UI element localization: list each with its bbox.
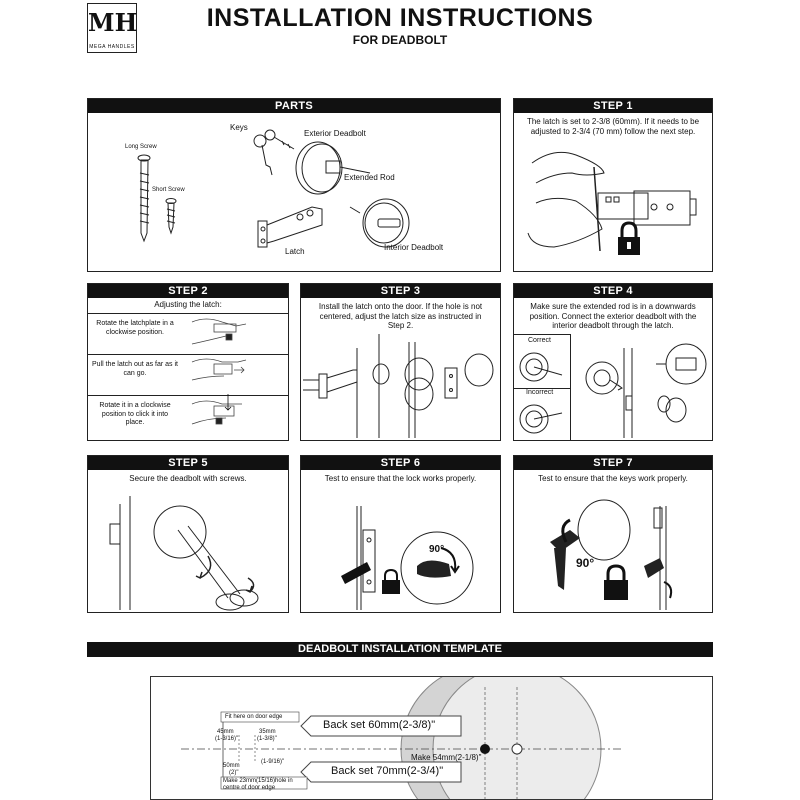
interior-deadbolt-label: Interior Deadbolt [384, 243, 444, 252]
template-circles [181, 677, 621, 799]
step6-text: Test to ensure that the lock works prope… [324, 474, 477, 483]
step2-row-3: Rotate it in a clockwise position to cli… [88, 395, 288, 432]
step3-illustration [303, 334, 494, 438]
step1-heading: STEP 1 [514, 99, 712, 113]
step6-panel: STEP 6 Test to ensure that the lock work… [300, 455, 501, 613]
step2-row-text: Rotate the latchplate in a clockwise pos… [96, 320, 174, 336]
dim-1-9-16: (1-9/16)" [261, 759, 285, 765]
step2-illustration [191, 318, 247, 425]
step4-illustration [585, 343, 707, 438]
parts-illustration [137, 129, 410, 248]
dim-50mm-inch: (2)" [229, 770, 239, 776]
latch-label: Latch [285, 247, 305, 256]
step2-heading: STEP 2 [88, 284, 288, 298]
step5-text: Secure the deadbolt with screws. [129, 474, 247, 483]
extended-rod-label: Extended Rod [344, 173, 395, 182]
step2-row-1: Rotate the latchplate in a clockwise pos… [88, 313, 288, 350]
logo-letters: MH [88, 8, 138, 37]
step4-incorrect-box: Incorrect [514, 387, 571, 441]
exterior-deadbolt-label: Exterior Deadbolt [304, 129, 366, 138]
step3-text: Install the latch onto the door. If the … [318, 302, 483, 330]
brand-name: MEGA HANDLES [89, 44, 135, 50]
step4-incorrect-label: Incorrect [526, 389, 554, 396]
incorrect-diagram [519, 404, 563, 434]
step5-illustration [109, 496, 259, 611]
step7-panel: STEP 7 Test to ensure that the keys work… [513, 455, 713, 613]
short-screw-label: Short Screw [152, 187, 185, 193]
step5-heading: STEP 5 [88, 456, 288, 470]
step6-angle-label: 90° [429, 544, 445, 555]
step3-panel: STEP 3 Install the latch onto the door. … [300, 283, 501, 441]
step7-illustration [550, 499, 673, 610]
fit-here-label: Fit here on door edge [225, 714, 283, 720]
parts-heading: PARTS [88, 99, 500, 113]
step6-heading: STEP 6 [301, 456, 500, 470]
step1-panel: STEP 1 The latch is set to 2-3/8 (60mm).… [513, 98, 713, 272]
correct-diagram [519, 352, 563, 382]
step4-correct-box: Correct [514, 334, 571, 389]
step4-correct-label: Correct [528, 337, 551, 344]
backset-70-label: Back set 70mm(2-3/4)" [331, 765, 444, 777]
step7-heading: STEP 7 [514, 456, 712, 470]
lock-icon [604, 564, 628, 600]
template-heading: DEADBOLT INSTALLATION TEMPLATE [87, 642, 713, 657]
dim-45mm: 45mm [217, 729, 234, 735]
page-title: INSTALLATION INSTRUCTIONS [206, 4, 594, 32]
step2-row-text: Pull the latch out as far as it can go. [92, 361, 178, 377]
installation-template: Fit here on door edge 45mm (1-3/16)" 35m… [150, 676, 713, 800]
step6-illustration [341, 506, 474, 610]
lock-icon [618, 221, 640, 255]
step1-text: The latch is set to 2-3/8 (60mm). If it … [526, 117, 700, 136]
step2-row-text: Rotate it in a clockwise position to cli… [99, 402, 171, 426]
dim-50mm: 50mm [223, 763, 240, 769]
step5-panel: STEP 5 Secure the deadbolt with screws. [87, 455, 289, 613]
backset-60-label: Back set 60mm(2-3/8)" [323, 719, 436, 731]
step7-text: Test to ensure that the keys work proper… [538, 474, 688, 483]
keys-label: Keys [230, 123, 248, 132]
dim-45mm-inch: (1-3/16)" [215, 736, 239, 742]
make-54-label: Make 54mm(2-1/8)" [411, 753, 482, 762]
step4-heading: STEP 4 [514, 284, 712, 298]
step2-row-2: Pull the latch out as far as it can go. [88, 354, 288, 391]
dim-35mm-inch: (1-3/8)" [257, 736, 277, 742]
step7-angle-label: 90° [576, 556, 595, 570]
step4-text: Make sure the extended rod is in a downw… [529, 302, 697, 330]
long-screw-label: Long Screw [125, 144, 157, 150]
step2-text: Adjusting the latch: [154, 300, 222, 309]
parts-panel: PARTS Long Screw Short Screw Keys Exteri… [87, 98, 501, 272]
page-subtitle: FOR DEADBOLT [352, 33, 448, 47]
step4-panel: STEP 4 Make sure the extended rod is in … [513, 283, 713, 441]
step3-heading: STEP 3 [301, 284, 500, 298]
step2-panel: STEP 2 Adjusting the latch: Rotate the l… [87, 283, 289, 441]
dim-35mm: 35mm [259, 729, 276, 735]
step1-illustration [527, 151, 697, 255]
hole-note: Make 23mm(15/16)hole in centre of door e… [223, 778, 293, 791]
lock-icon [382, 568, 400, 594]
brand-logo: MH MEGA HANDLES [87, 3, 137, 53]
